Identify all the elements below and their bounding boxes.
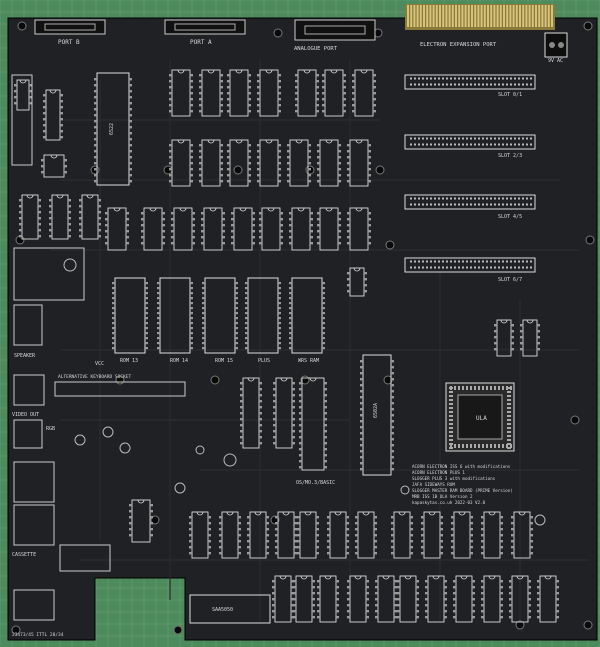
info-line-2: ACORN ELECTRON PLUS 1 <box>412 470 465 475</box>
rom15-label: ROM 15 <box>215 358 233 364</box>
info-line-5: SLOGGER MASTER RAM BOARD (PRIME Version) <box>412 488 513 493</box>
video-out-label: VIDEO OUT <box>12 412 39 418</box>
cpu-label: 6502A <box>373 403 379 418</box>
port-a-label: PORT A <box>190 39 212 46</box>
port-b-label: PORT B <box>58 39 80 46</box>
plus-label: PLUS <box>258 358 270 364</box>
port-b-connector <box>34 19 106 35</box>
ula-label: ULA <box>476 415 487 422</box>
info-line-6: MRB ISS 1B ULA Version 2 <box>412 494 473 499</box>
dip-chip-footprints <box>14 69 559 623</box>
rgb-label: RGB <box>46 426 55 432</box>
speaker-label: SPEAKER <box>14 353 36 359</box>
alt-keyboard-label: ALTERNATIVE KEYBOARD SOCKET <box>58 374 131 380</box>
vcc-label: VCC <box>95 361 104 367</box>
info-line-1: ACORN ELECTRON ISS 6 with modifications <box>412 464 511 469</box>
info-line-4: JAFA SIDEWAYS ROM <box>412 482 455 487</box>
wrs-ram-label: WRS RAM <box>298 358 319 364</box>
capacitor-footprints <box>63 258 546 526</box>
rom-socket-footprints <box>112 277 325 354</box>
rom13-label: ROM 13 <box>120 358 138 364</box>
basic-rom-label: OS/MO.3/BASIC <box>296 480 335 486</box>
saa5050-footprint <box>189 594 271 624</box>
slot-45-label: SLOT 4/5 <box>498 214 522 220</box>
pcb-substrate <box>7 17 598 641</box>
saa5050-label: SAA5050 <box>212 607 233 613</box>
left-side-footprints <box>11 74 186 621</box>
power-label: 9V AC <box>548 58 563 64</box>
cpu-footprint <box>360 354 394 476</box>
ula-socket <box>445 382 515 452</box>
port-a-connector <box>164 19 246 35</box>
rom14-label: ROM 14 <box>170 358 188 364</box>
info-line-3: SLOGGER PLUS 3 with modifications <box>412 476 496 481</box>
slot-23-label: SLOT 2/3 <box>498 153 522 159</box>
serial-label: 23473/45 ITTL 28/34 <box>12 632 64 638</box>
silkscreen-text: PORT B PORT A ANALOGUE PORT ELECTRON EXP… <box>12 39 563 638</box>
info-line-7: kapaskytas.co.uk 2022-03 V2.0 <box>412 500 486 505</box>
analogue-port-connector <box>294 19 376 41</box>
expansion-port-label: ELECTRON EXPANSION PORT <box>420 42 497 48</box>
slot-67-label: SLOT 6/7 <box>498 277 522 283</box>
slot-01-label: SLOT 0/1 <box>498 92 522 98</box>
cassette-label: CASSETTE <box>12 552 36 558</box>
via-label: 6522 <box>109 123 115 135</box>
analogue-port-label: ANALOGUE PORT <box>294 46 338 52</box>
via-chip-footprint <box>94 72 132 186</box>
expansion-slot-headers <box>404 74 536 273</box>
expansion-edge-connector <box>405 4 555 30</box>
power-connector <box>544 32 568 58</box>
